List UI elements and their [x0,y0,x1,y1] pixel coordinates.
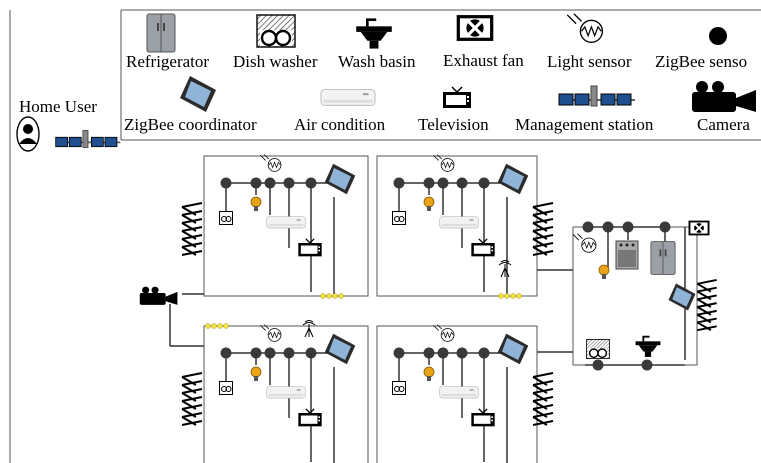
zigbee-sensor-dot [332,293,338,299]
zigbee-sensor-dot [320,293,326,299]
stairs-icon [696,278,718,332]
legend-label-exhaust-fan: Exhaust fan [443,51,524,70]
exhaust-fan-icon [455,14,495,42]
corridor-camera-icon [139,286,178,305]
zigbee-sensor-dot [338,293,344,299]
legend-label-camera: Camera [697,115,750,134]
legend-label-management-station: Management station [515,115,654,134]
legend-label-air-condition: Air condition [294,115,386,134]
kitchen-refrigerator-icon [650,241,676,275]
room-air-conditioner-icon [439,216,479,229]
refrigerator-icon [146,13,176,53]
zigbee-sensor-dot [205,323,211,329]
network-node [582,221,594,233]
dish-washer-icon [256,13,296,49]
network-node [393,347,405,359]
kitchen-dish-washer-icon [586,338,610,360]
legend-frame [9,9,761,463]
camera-icon [692,81,756,112]
room-air-conditioner-icon [266,386,306,399]
zigbee-sensor-dot [217,323,223,329]
home-user-icon [16,116,40,152]
zigbee-coordinator-icon [180,76,216,112]
zigbee-sensor-icon [709,27,727,45]
stairs-icon [181,202,203,256]
legend-label-refrigerator: Refrigerator [126,52,210,71]
room-dish-washer-icon [219,381,233,395]
zigbee-sensor-dot [326,293,332,299]
home-user-label: Home User [19,97,97,116]
legend-label-television: Television [418,115,489,134]
network-node [592,359,604,371]
zigbee-sensor-dot [498,293,504,299]
room-air-conditioner-icon [266,216,306,229]
zigbee-sensor-dot [510,293,516,299]
network-node [220,347,232,359]
air-conditioner-icon [320,89,376,106]
stairs-icon [181,372,203,426]
legend-label-dish-washer: Dish washer [233,52,318,71]
kitchen-exhaust-fan-icon [687,220,711,236]
zigbee-sensor-dot [516,293,522,299]
room-dish-washer-icon [219,211,233,225]
home-user-station-icon [54,129,122,149]
network-node [393,177,405,189]
legend-label-zigbee-coordinator: ZigBee coordinator [124,115,257,134]
zigbee-sensor-dot [504,293,510,299]
room-dish-washer-icon [392,381,406,395]
light-sensor-icon [566,13,604,43]
zigbee-sensor-dot [223,323,229,329]
television-icon [442,86,472,109]
management-station-icon [557,84,637,108]
room-air-conditioner-icon [439,386,479,399]
network-node [641,359,653,371]
wash-basin-icon [354,18,394,50]
rooms-layer [139,154,718,463]
kitchen-stove-icon [615,240,639,270]
legend-label-zigbee-sensor: ZigBee senso [655,52,748,71]
room-dish-washer-icon [392,211,406,225]
legend-label-light-sensor: Light sensor [547,52,632,71]
network-node [220,177,232,189]
legend-label-wash-basin: Wash basin [338,52,416,71]
zigbee-sensor-dot [211,323,217,329]
